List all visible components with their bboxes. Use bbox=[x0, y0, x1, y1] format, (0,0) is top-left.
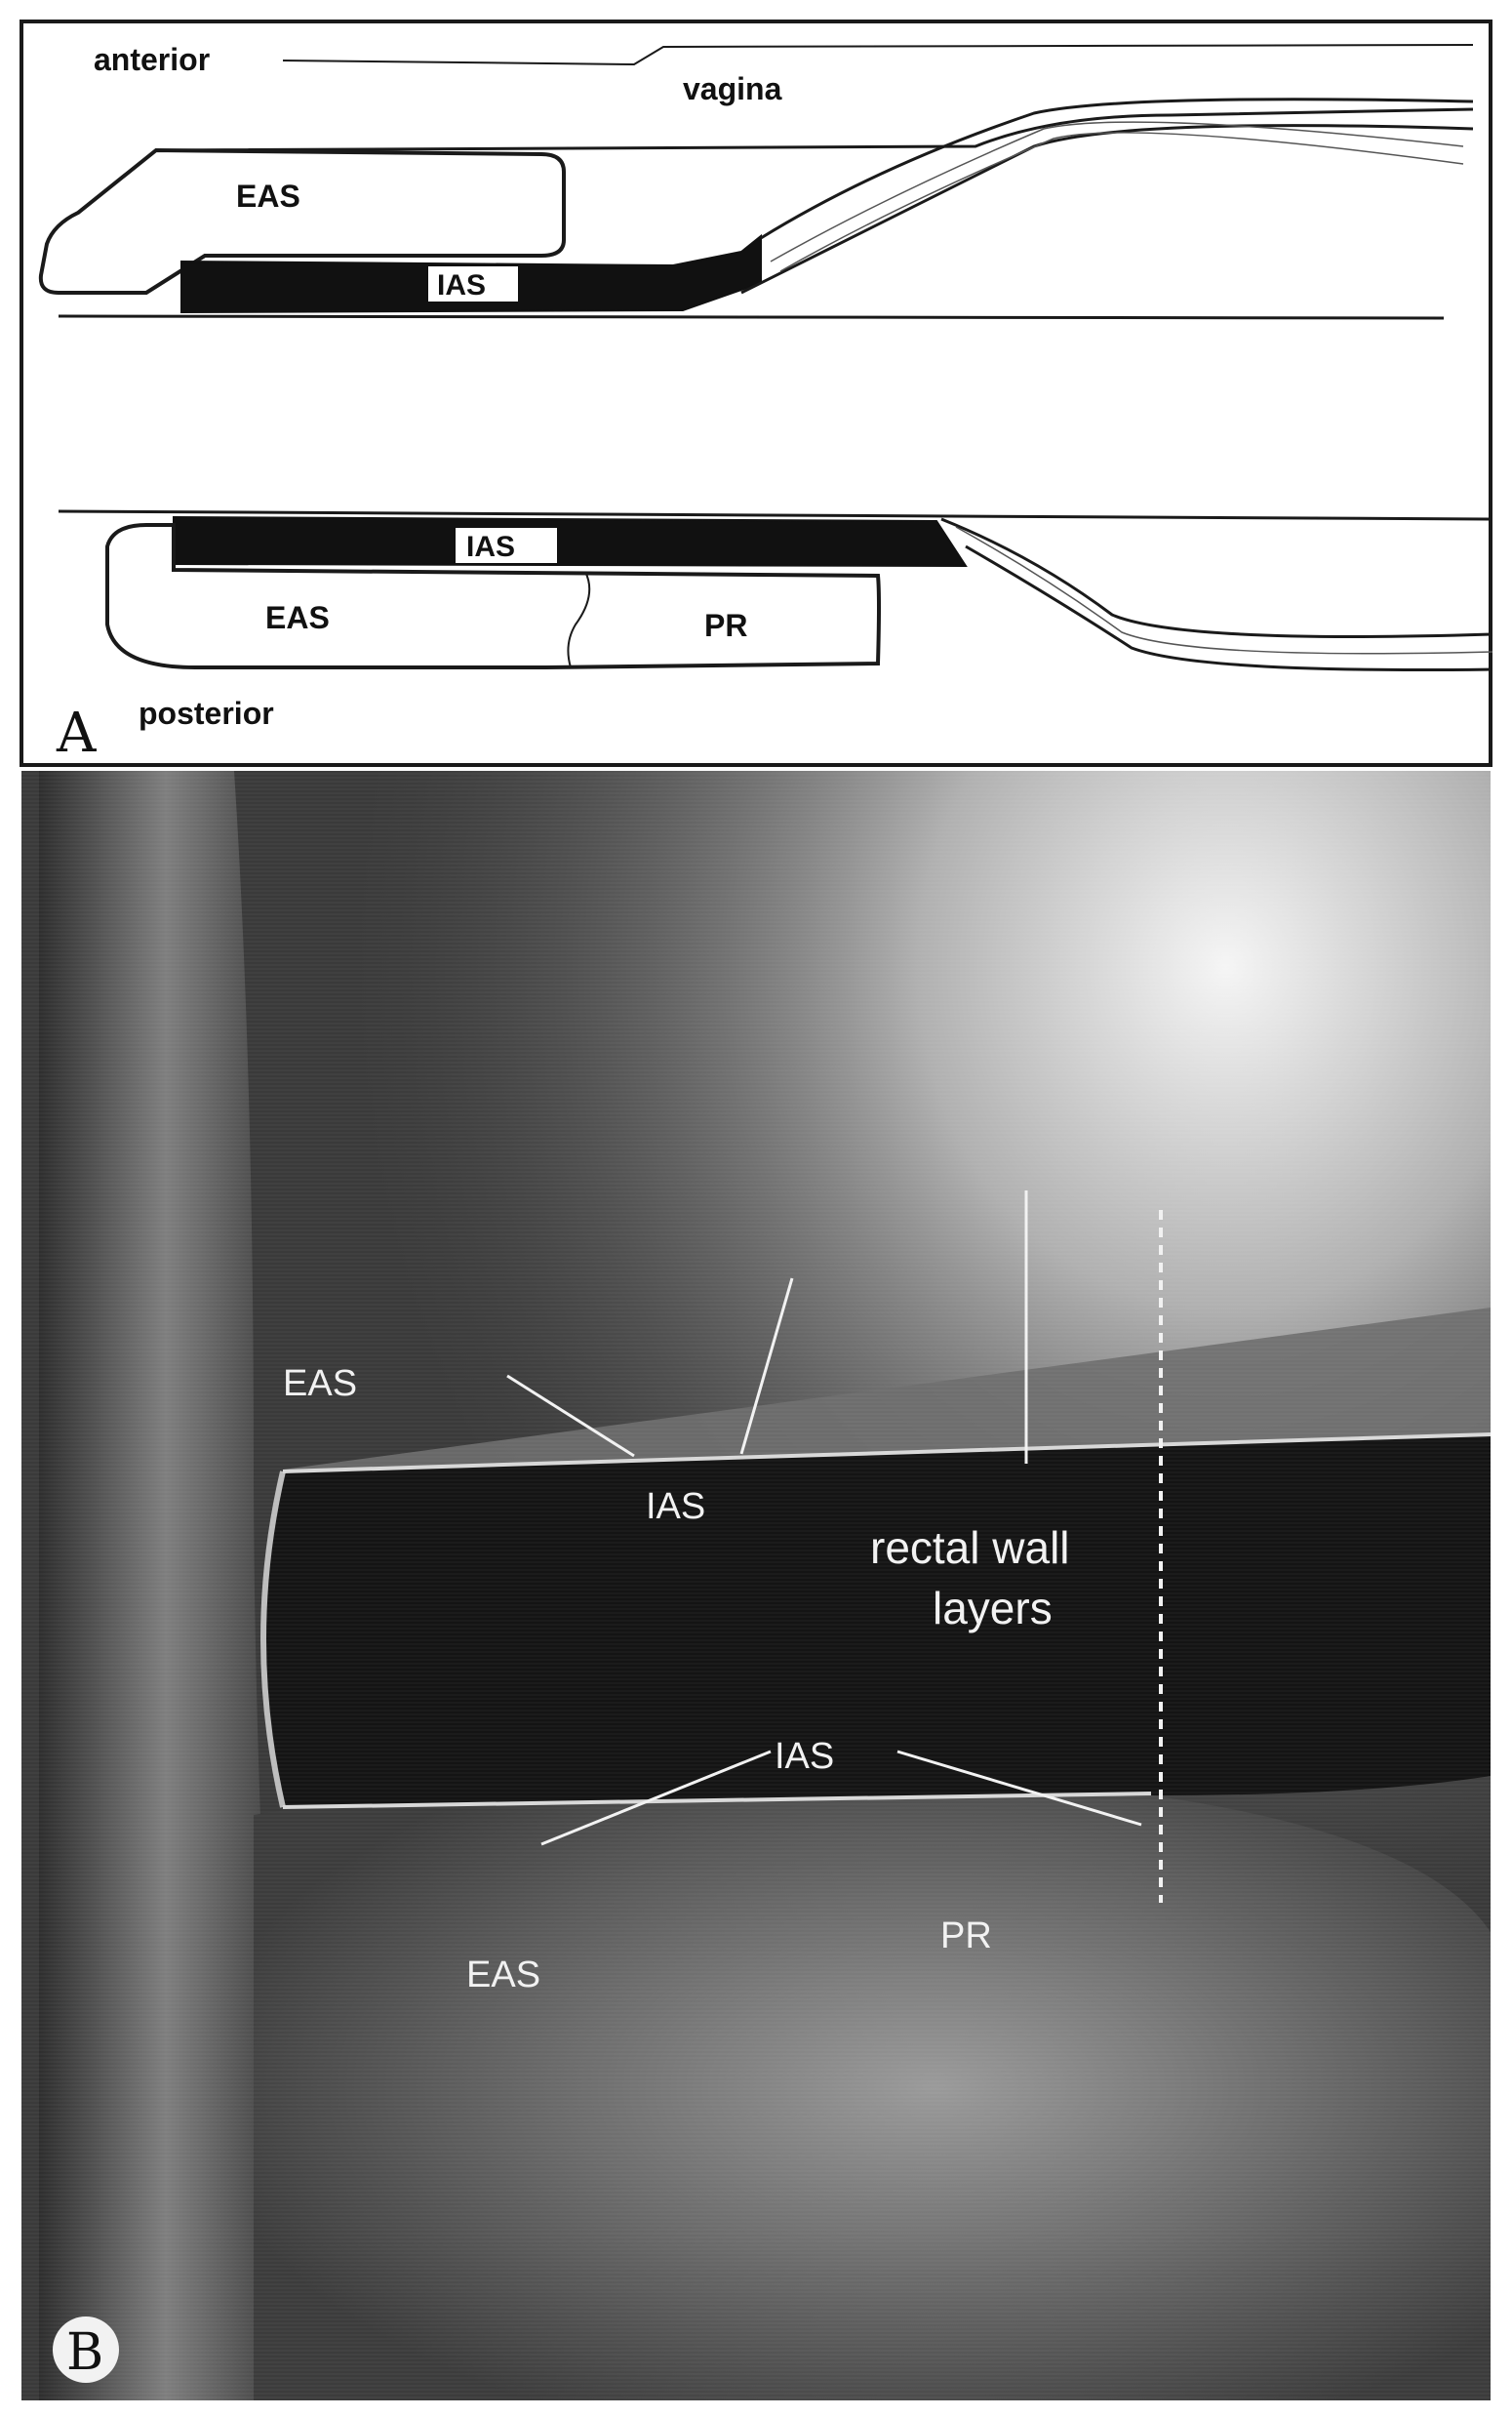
panel-b-ultrasound: EAS IAS rectal wall layers IAS EAS PR B bbox=[21, 771, 1491, 2400]
lumen-line-upper bbox=[59, 316, 1444, 318]
pr-lower-label: PR bbox=[704, 608, 747, 643]
posterior-label: posterior bbox=[139, 696, 274, 731]
anterior-label: anterior bbox=[94, 42, 210, 77]
eas-lower-us-label: EAS bbox=[466, 1954, 540, 1995]
ias-upper-us-label: IAS bbox=[646, 1486, 705, 1527]
vagina-label: vagina bbox=[683, 71, 782, 106]
ias-upper-label: IAS bbox=[437, 269, 486, 302]
panel-a-letter: A bbox=[56, 702, 97, 765]
panel-b-letter: B bbox=[66, 2323, 103, 2382]
ias-lower-label: IAS bbox=[466, 531, 515, 563]
rectal-wall-label-line1: rectal wall bbox=[870, 1522, 1070, 1573]
pr-us-label: PR bbox=[940, 1915, 992, 1956]
panel-a-diagram: anterior vagina EAS IAS IAS EAS PR poste… bbox=[21, 21, 1492, 765]
eas-lower-label: EAS bbox=[265, 600, 330, 635]
ias-lower-us-label: IAS bbox=[775, 1736, 834, 1777]
rectal-wall-label-line2: layers bbox=[933, 1583, 1053, 1633]
eas-upper-label: EAS bbox=[236, 179, 300, 214]
scanlines bbox=[21, 771, 1491, 2400]
eas-upper-us-label: EAS bbox=[283, 1363, 357, 1404]
ias-lower-bar bbox=[174, 517, 966, 566]
